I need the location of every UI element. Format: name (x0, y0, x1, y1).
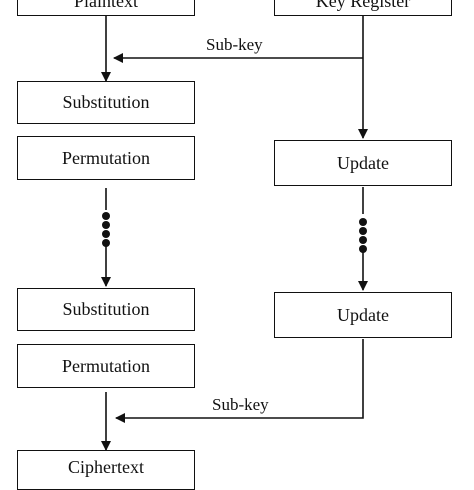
ellipsis-dot-right-3 (359, 236, 367, 244)
ellipsis-dot-right-4 (359, 245, 367, 253)
plaintext-label: Plaintext (74, 0, 138, 11)
permutation-box-1: Permutation (17, 136, 195, 180)
substitution-box-2: Substitution (17, 288, 195, 331)
key-register-label: Key Register (315, 0, 411, 11)
permutation-label-1: Permutation (62, 147, 150, 168)
substitution-label-2: Substitution (62, 299, 150, 319)
ciphertext-label: Ciphertext (68, 457, 144, 477)
ellipsis-dot-left-2 (102, 221, 110, 229)
substitution-box-1: Substitution (17, 81, 195, 124)
ellipsis-dot-right-2 (359, 227, 367, 235)
subkey-bottom-line (115, 339, 364, 423)
update-label-1: Update (337, 152, 389, 173)
update-label-2: Update (337, 304, 389, 325)
key-register-box: Key Register (274, 0, 452, 16)
ciphertext-box: Ciphertext (17, 450, 195, 490)
permutation-label-2: Permutation (62, 355, 150, 376)
subkey-label-top: Sub-key (206, 35, 263, 54)
update-box-2: Update (274, 292, 452, 338)
ellipsis-dot-left-3 (102, 230, 110, 238)
ellipsis-dot-right-1 (359, 218, 367, 226)
plaintext-box: Plaintext (17, 0, 195, 16)
subkey-label-bottom: Sub-key (212, 395, 269, 414)
permutation-box-2: Permutation (17, 344, 195, 388)
diagram-connectors (101, 15, 368, 451)
ellipsis-dot-left-4 (102, 239, 110, 247)
ellipsis-dot-left-1 (102, 212, 110, 220)
substitution-label-1: Substitution (62, 92, 150, 112)
update-box-1: Update (274, 140, 452, 186)
